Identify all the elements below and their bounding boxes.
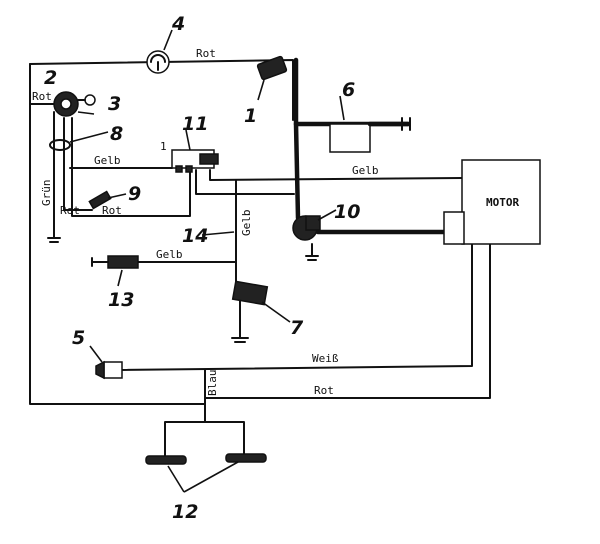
component-9-plug [88, 190, 112, 210]
label-rot-9b: Rot [102, 204, 122, 217]
ground-gruen [47, 237, 61, 243]
component-12-lamps [145, 453, 267, 465]
num-3: 3 [108, 93, 121, 115]
wire-labels: Rot Rot Gelb Gelb Gelb Gelb Grün Rot Rot… [32, 47, 519, 397]
component-3-key [77, 94, 96, 106]
component-8-loop [49, 139, 71, 151]
wire-rot-9a [63, 117, 93, 211]
num-5: 5 [72, 327, 85, 349]
label-rot-left: Rot [32, 90, 52, 103]
leader-lines [69, 29, 345, 493]
label-gelb-vertical: Gelb [240, 210, 253, 237]
motor-block [443, 159, 541, 245]
component-1-switch [256, 55, 288, 81]
label-blau: Blau [206, 370, 219, 397]
num-11: 11 [182, 113, 208, 135]
ground-7 [231, 337, 249, 343]
label-gruen: Grün [40, 180, 53, 207]
component-10-starter [292, 215, 321, 241]
num-8: 8 [110, 123, 123, 145]
wire-left-outer [29, 63, 206, 405]
component-11-relay [171, 149, 219, 173]
num-10: 10 [334, 201, 360, 223]
num-12: 12 [172, 501, 198, 523]
label-rot-top: Rot [196, 47, 216, 60]
component-7-switch [231, 280, 269, 306]
wire-weiss [119, 243, 473, 371]
component-5-horn [95, 360, 123, 380]
num-2: 2 [44, 67, 57, 89]
wire-gelb-6 [209, 169, 463, 181]
label-gelb-11: Gelb [94, 154, 121, 167]
num-14: 14 [182, 225, 208, 247]
num-9: 9 [128, 183, 141, 205]
label-weiss: Weiß [312, 352, 339, 365]
label-rot-9a: Rot [60, 204, 80, 217]
label-gelb-13: Gelb [156, 248, 183, 261]
ground-10 [305, 243, 319, 261]
num-1: 1 [244, 105, 257, 127]
wire-top-rot [29, 59, 294, 121]
num-11-small: 1 [160, 140, 167, 153]
wires [29, 59, 491, 459]
num-7: 7 [290, 317, 304, 339]
wire-lamps [164, 421, 245, 459]
label-gelb-6: Gelb [352, 164, 379, 177]
component-6-battery [329, 117, 411, 153]
component-4-gauge [146, 50, 170, 74]
component-2-ignition [53, 91, 79, 117]
label-rot-bottom: Rot [314, 384, 334, 397]
component-numbers: 1 2 3 4 5 6 7 8 9 10 11 12 13 14 1 [44, 13, 360, 523]
wire-bottom-rot [204, 243, 491, 399]
component-13-sensor [91, 255, 139, 269]
num-13: 13 [108, 289, 134, 311]
num-4: 4 [171, 13, 185, 35]
num-6: 6 [342, 79, 355, 101]
motor-label: MOTOR [486, 196, 519, 209]
cable-starter [293, 121, 301, 221]
wire-gelb-motor [195, 169, 237, 195]
